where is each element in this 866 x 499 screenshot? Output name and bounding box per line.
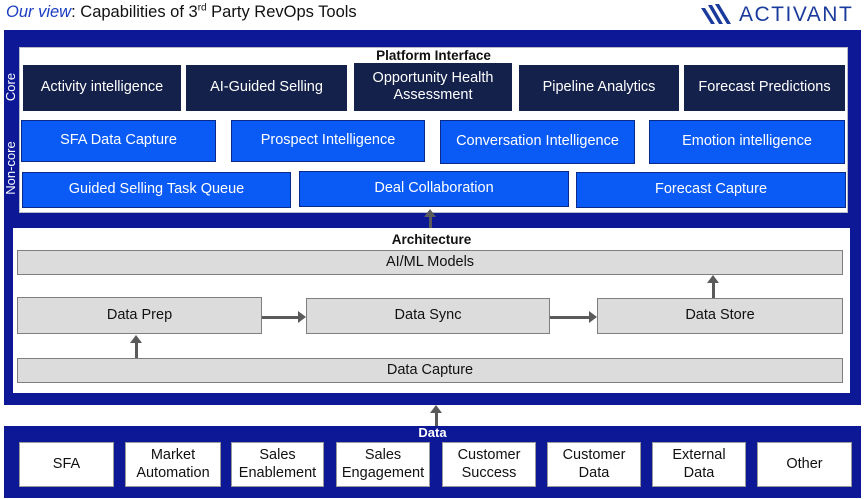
noncore-box-prospect-intelligence: Prospect Intelligence [231,120,425,162]
arrow-data-to-architecture-head [430,405,442,413]
logo-text: ACTIVANT [739,3,854,26]
data-source-sales-engagement: Sales Engagement [336,442,430,487]
ai-ml-models-box: AI/ML Models [17,250,843,275]
noncore-box-emotion-intelligence: Emotion intelligence [649,120,845,164]
page-title-superscript: rd [197,2,207,14]
noncore-box-conversation-intelligence: Conversation Intelligence [440,120,635,164]
page-title-text-1: : Capabilities of 3 [71,3,198,21]
data-prep-box: Data Prep [17,297,262,334]
arrow-sync-to-store-head [589,311,597,323]
core-side-label: Core [3,72,18,102]
arrow-to-platform-head [424,209,436,217]
arrow-sync-to-store-line [550,316,589,319]
data-source-customer-data: Customer Data [547,442,641,487]
data-source-sales-enablement: Sales Enablement [231,442,324,487]
arrow-store-to-models-head [707,275,719,283]
arrow-store-to-models-line [712,283,715,298]
activant-logo: ACTIVANT [700,2,853,28]
data-source-market-automation: Market Automation [125,442,221,487]
data-source-other: Other [757,442,852,487]
arrow-prep-to-sync-line [262,316,298,319]
data-source-customer-success: Customer Success [442,442,536,487]
noncore-box-deal-collaboration: Deal Collaboration [299,171,569,207]
core-box-forecast-predictions: Forecast Predictions [684,65,845,111]
core-box-opportunity-health: Opportunity Health Assessment [354,63,512,111]
data-title: Data [418,425,447,440]
noncore-side-label: Non-core [3,141,18,195]
data-capture-box: Data Capture [17,358,843,383]
noncore-box-forecast-capture: Forecast Capture [576,172,846,208]
core-box-pipeline-analytics: Pipeline Analytics [519,65,679,111]
data-source-sfa: SFA [19,442,114,487]
data-source-external-data: External Data [652,442,746,487]
page-title-lead: Our view [6,3,72,21]
arrow-capture-to-prep-line [135,342,138,358]
chevron-logo-icon [701,4,731,24]
arrow-capture-to-prep-head [130,335,142,343]
data-sync-box: Data Sync [306,298,550,334]
arrow-to-platform-line [429,216,432,228]
data-store-box: Data Store [597,298,843,334]
page-title-text-2: Party RevOps Tools [206,3,357,21]
core-box-ai-guided-selling: AI-Guided Selling [186,65,347,111]
arrow-prep-to-sync-head [298,311,306,323]
noncore-box-guided-selling-task-queue: Guided Selling Task Queue [22,172,291,208]
architecture-title: Architecture [391,232,472,247]
noncore-box-sfa-data-capture: SFA Data Capture [21,120,216,162]
arrow-data-to-architecture-line [435,413,438,426]
core-box-activity-intelligence: Activity intelligence [23,65,181,111]
platform-interface-title: Platform Interface [376,48,491,63]
page-title: Our view: Capabilities of 3rd Party RevO… [6,3,357,22]
